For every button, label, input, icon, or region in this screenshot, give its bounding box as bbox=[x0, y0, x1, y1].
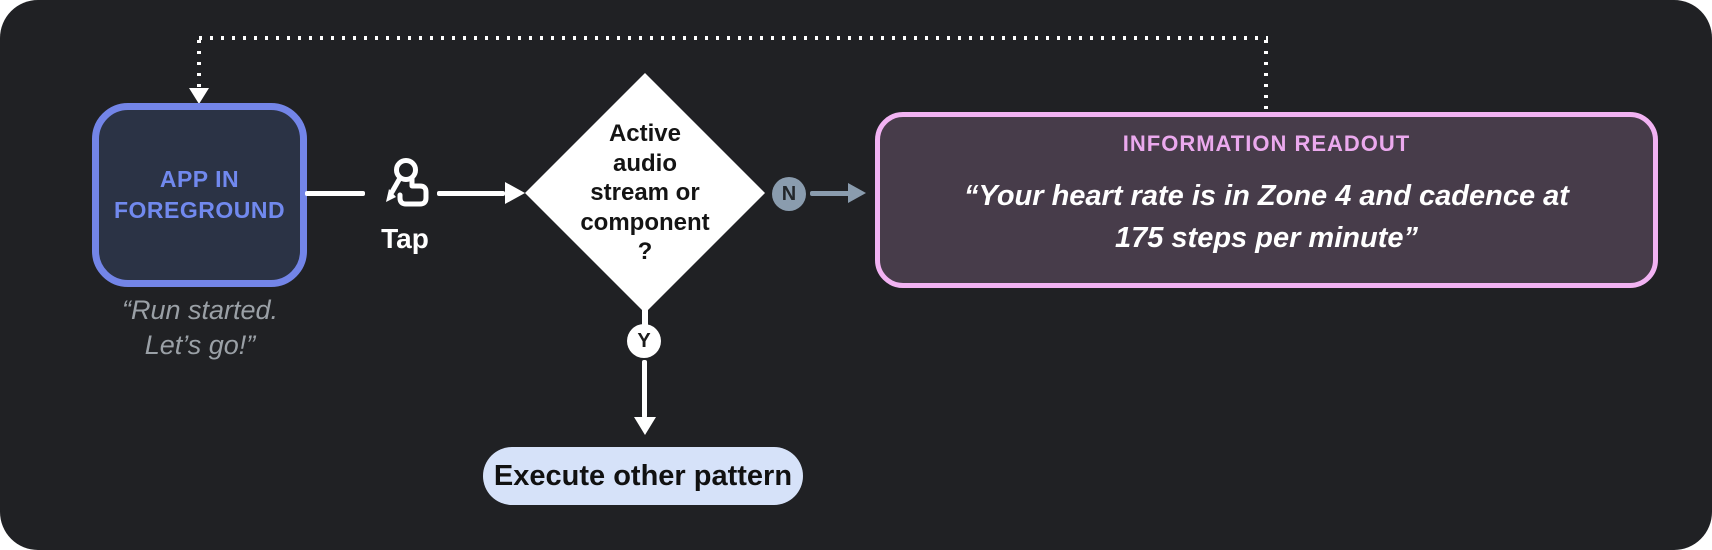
branch-yes-letter: Y bbox=[637, 329, 651, 352]
decision-label: Active audio stream or component ? bbox=[580, 120, 710, 266]
flow-line-yes-to-action bbox=[642, 360, 647, 418]
information-readout-card: INFORMATION READOUT “Your heart rate is … bbox=[875, 112, 1658, 288]
tap-label: Tap bbox=[381, 223, 429, 254]
information-readout-title: INFORMATION READOUT bbox=[1122, 131, 1411, 156]
decision-diamond bbox=[525, 73, 765, 313]
app-in-foreground-label: APP IN FOREGROUND bbox=[113, 165, 286, 223]
flow-line-no-to-readout bbox=[810, 191, 850, 196]
run-started-quote: “Run started. Let’s go!” bbox=[121, 295, 279, 361]
execute-other-pattern-node: Execute other pattern bbox=[483, 447, 803, 505]
execute-other-pattern-label: Execute other pattern bbox=[493, 459, 793, 492]
flow-line-decision-to-yes bbox=[642, 307, 648, 327]
feedback-loop-horizontal-dotted-line bbox=[199, 36, 1268, 40]
tap-gesture-icon bbox=[386, 158, 429, 207]
feedback-loop-left-dotted-line bbox=[197, 40, 201, 88]
branch-no-letter: N bbox=[781, 182, 797, 205]
arrowhead-to-readout-icon bbox=[848, 183, 866, 203]
arrowhead-to-action-icon bbox=[634, 417, 656, 435]
feedback-loop-right-dotted-line bbox=[1264, 40, 1268, 110]
arrowhead-to-decision-icon bbox=[505, 182, 525, 204]
flow-line-tap-to-decision bbox=[437, 191, 505, 196]
flow-line-app-to-tap bbox=[305, 191, 365, 196]
app-in-foreground-node: APP IN FOREGROUND bbox=[92, 103, 307, 287]
feedback-loop-arrowhead-icon bbox=[189, 88, 209, 104]
information-readout-quote: “Your heart rate is in Zone 4 and cadenc… bbox=[964, 180, 1569, 255]
branch-yes-badge: Y bbox=[627, 324, 661, 358]
branch-no-badge: N bbox=[772, 177, 806, 211]
